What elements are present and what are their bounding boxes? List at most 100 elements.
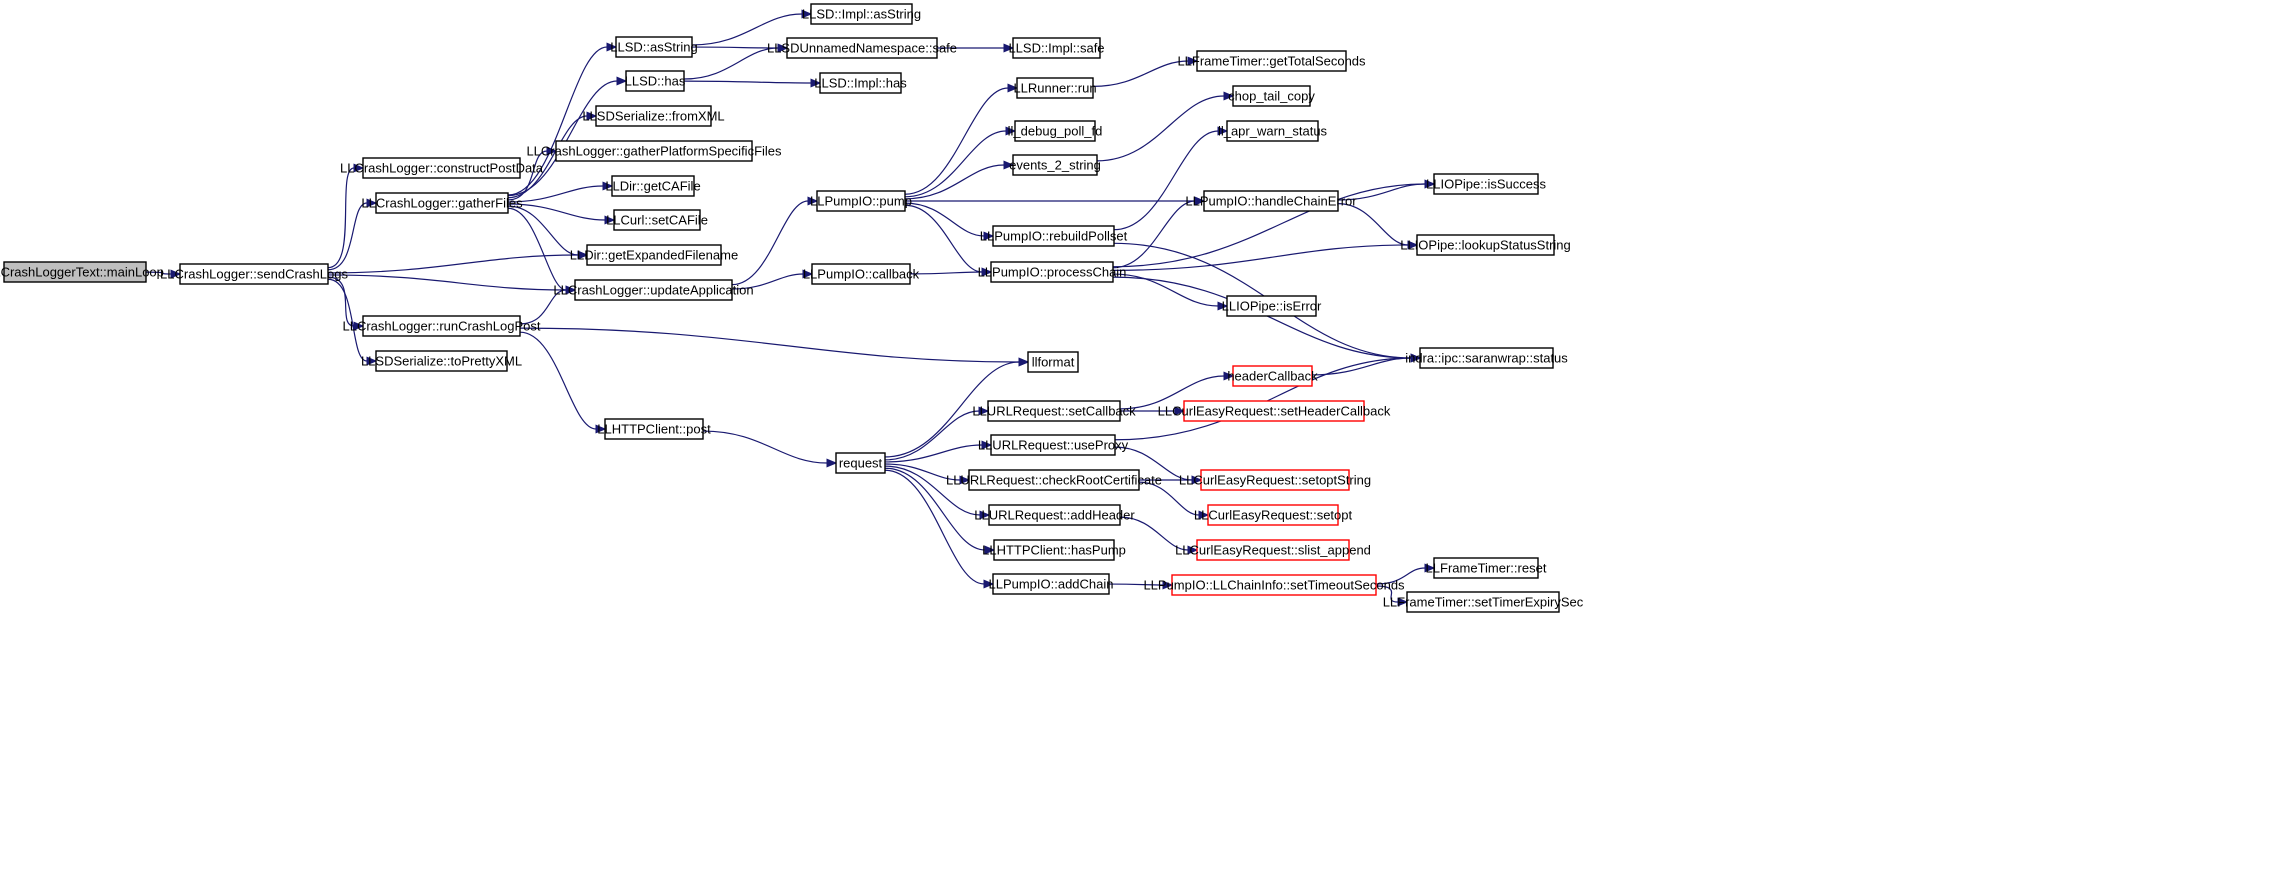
node-label: LLSD::Impl::has bbox=[814, 76, 907, 91]
edge-handleChainError-to-isSuccess bbox=[1337, 183, 1426, 201]
node-box bbox=[835, 452, 886, 474]
edge-processChain-to-handleChainError bbox=[1112, 200, 1196, 269]
edge-processChain-to-isError bbox=[1112, 273, 1219, 307]
node-box bbox=[816, 190, 906, 212]
edge-gatherFiles-to-setCAFile bbox=[507, 203, 606, 221]
node-events2string[interactable]: events_2_string bbox=[1009, 154, 1101, 176]
node-gatherPlatform[interactable]: LLCrashLogger::gatherPlatformSpecificFil… bbox=[526, 140, 782, 162]
node-box bbox=[1232, 85, 1311, 107]
arrowhead-request-to-useProxy bbox=[981, 440, 993, 450]
arrowhead-request-to-setCallback bbox=[978, 406, 990, 416]
node-setHeaderCallback[interactable]: LLCurlEasyRequest::setHeaderCallback bbox=[1158, 400, 1391, 422]
arrowhead-pump-to-events2string bbox=[1003, 160, 1015, 170]
arrowhead-gatherFiles-to-asString bbox=[606, 42, 618, 52]
node-isSuccess[interactable]: LLIOPipe::isSuccess bbox=[1426, 173, 1546, 195]
node-safe[interactable]: LLSDUnnamedNamespace::safe bbox=[767, 37, 957, 59]
node-setTimeoutSeconds[interactable]: LLPumpIO::LLChainInfo::setTimeoutSeconds bbox=[1143, 574, 1405, 596]
node-label: LLCurlEasyRequest::setHeaderCallback bbox=[1158, 404, 1391, 419]
node-label: LLPumpIO::callback bbox=[803, 267, 920, 282]
node-constructPostData[interactable]: LLCrashLogger::constructPostData bbox=[340, 157, 544, 179]
edge-request-to-addChain bbox=[884, 469, 985, 585]
node-label: LLFrameTimer::setTimerExpirySec bbox=[1383, 595, 1584, 610]
node-rebuildPollset[interactable]: LLPumpIO::rebuildPollset bbox=[980, 225, 1128, 247]
arrowhead-pump-to-processChain bbox=[981, 267, 993, 277]
edge-processChain-to-saranwrapStatus bbox=[1112, 276, 1412, 359]
node-fromXML[interactable]: LLSDSerialize::fromXML bbox=[582, 105, 725, 127]
node-chopTailCopy[interactable]: chop_tail_copy bbox=[1228, 85, 1315, 107]
node-label: LLURLRequest::checkRootCertificate bbox=[946, 473, 1162, 488]
node-implAsString[interactable]: LLSD::Impl::asString bbox=[802, 3, 921, 25]
node-request[interactable]: request bbox=[835, 452, 886, 474]
node-lookupStatusString[interactable]: LLIOPipe::lookupStatusString bbox=[1400, 234, 1571, 256]
node-setopt[interactable]: LLCurlEasyRequest::setopt bbox=[1194, 504, 1353, 526]
arrowhead-handleChainError-to-isSuccess bbox=[1424, 179, 1436, 189]
node-headerCallback[interactable]: headerCallback bbox=[1227, 365, 1318, 387]
node-label: LLHTTPClient::post bbox=[597, 422, 711, 437]
node-runnerRun[interactable]: LLRunner::run bbox=[1013, 77, 1097, 99]
node-label: LLDir::getCAFile bbox=[605, 179, 700, 194]
node-label: chop_tail_copy bbox=[1228, 89, 1315, 104]
edge-runCrashLogPost-to-llformat bbox=[519, 327, 1020, 363]
node-getTotalSeconds[interactable]: LLFrameTimer::getTotalSeconds bbox=[1177, 50, 1366, 72]
node-label: LLIOPipe::isError bbox=[1222, 299, 1322, 314]
node-label: LLCrashLogger::runCrashLogPost bbox=[342, 319, 540, 334]
node-updateApplication[interactable]: LLCrashLogger::updateApplication bbox=[553, 279, 754, 301]
node-saranwrapStatus[interactable]: indra::ipc::saranwrap::status bbox=[1405, 347, 1568, 369]
node-box bbox=[811, 263, 911, 285]
node-toPrettyXML[interactable]: LLSDSerialize::toPrettyXML bbox=[361, 350, 522, 372]
node-debugPollFd[interactable]: ll_debug_poll_fd bbox=[1008, 120, 1103, 142]
edge-request-to-setCallback bbox=[884, 410, 980, 461]
node-label: LLCrashLogger::constructPostData bbox=[340, 161, 544, 176]
node-processChain[interactable]: LLPumpIO::processChain bbox=[978, 261, 1127, 283]
node-setCallback[interactable]: LLURLRequest::setCallback bbox=[972, 400, 1136, 422]
node-has[interactable]: LLSD::has bbox=[625, 70, 686, 92]
node-useProxy[interactable]: LLURLRequest::useProxy bbox=[978, 434, 1129, 456]
node-label: LLCrashLogger::gatherFiles bbox=[361, 196, 523, 211]
node-llformat[interactable]: llformat bbox=[1027, 351, 1079, 373]
node-runCrashLogPost[interactable]: LLCrashLogger::runCrashLogPost bbox=[342, 315, 541, 337]
node-getExpandedFilename[interactable]: LLDir::getExpandedFilename bbox=[570, 244, 738, 266]
edge-sendCrashLogs-to-toPrettyXML bbox=[327, 278, 368, 362]
edge-setCallback-to-headerCallback bbox=[1119, 375, 1225, 410]
node-gatherFiles[interactable]: LLCrashLogger::gatherFiles bbox=[361, 192, 523, 214]
node-label: LLCurlEasyRequest::setoptString bbox=[1179, 473, 1371, 488]
node-asString[interactable]: LLSD::asString bbox=[610, 36, 698, 58]
node-label: LLCurlEasyRequest::setopt bbox=[1194, 508, 1353, 523]
node-aprWarnStatus[interactable]: ll_apr_warn_status bbox=[1218, 120, 1328, 142]
node-box bbox=[1433, 557, 1539, 579]
arrowhead-sendCrashLogs-to-toPrettyXML bbox=[366, 356, 378, 366]
node-implHas[interactable]: LLSD::Impl::has bbox=[814, 72, 907, 94]
node-label: LLPumpIO::LLChainInfo::setTimeoutSeconds bbox=[1143, 578, 1405, 593]
node-slistAppend[interactable]: LLCurlEasyRequest::slist_append bbox=[1175, 539, 1371, 561]
node-sendCrashLogs[interactable]: LLCrashLogger::sendCrashLogs bbox=[160, 263, 348, 285]
node-implSafe[interactable]: LLSD::Impl::safe bbox=[1008, 37, 1105, 59]
arrowhead-processChain-to-handleChainError bbox=[1194, 196, 1206, 206]
node-box bbox=[362, 315, 521, 337]
arrowhead-mainLoop-to-sendCrashLogs bbox=[170, 269, 182, 279]
edge-asString-to-implAsString bbox=[691, 13, 803, 46]
node-mainLoop[interactable]: LLCrashLoggerText::mainLoop bbox=[0, 261, 164, 283]
node-addChain[interactable]: LLPumpIO::addChain bbox=[988, 573, 1114, 595]
node-box bbox=[1016, 77, 1094, 99]
node-setCAFile[interactable]: LLCurl::setCAFile bbox=[606, 209, 708, 231]
arrowhead-runCrashLogPost-to-httpPost bbox=[595, 424, 607, 434]
arrowhead-runnerRun-to-getTotalSeconds bbox=[1187, 56, 1199, 66]
node-label: LLSDSerialize::fromXML bbox=[582, 109, 724, 124]
node-callback[interactable]: LLPumpIO::callback bbox=[803, 263, 920, 285]
node-handleChainError[interactable]: LLPumpIO::handleChainError bbox=[1185, 190, 1357, 212]
edge-headerCallback-to-saranwrapStatus bbox=[1311, 357, 1412, 376]
node-httpPost[interactable]: LLHTTPClient::post bbox=[597, 418, 711, 440]
node-addHeader[interactable]: LLURLRequest::addHeader bbox=[974, 504, 1135, 526]
node-setoptString[interactable]: LLCurlEasyRequest::setoptString bbox=[1179, 469, 1371, 491]
node-pump[interactable]: LLPumpIO::pump bbox=[810, 190, 912, 212]
node-getCAFile[interactable]: LLDir::getCAFile bbox=[605, 175, 701, 197]
node-checkRootCertificate[interactable]: LLURLRequest::checkRootCertificate bbox=[946, 469, 1162, 491]
node-setTimerExpirySec[interactable]: LLFrameTimer::setTimerExpirySec bbox=[1383, 591, 1584, 613]
edge-sendCrashLogs-to-constructPostData bbox=[327, 167, 355, 269]
node-box bbox=[1203, 190, 1339, 212]
edges-layer bbox=[145, 9, 1436, 607]
node-hasPump[interactable]: LLHTTPClient::hasPump bbox=[982, 539, 1126, 561]
node-isError[interactable]: LLIOPipe::isError bbox=[1222, 295, 1322, 317]
node-timerReset[interactable]: LLFrameTimer::reset bbox=[1426, 557, 1547, 579]
edge-httpPost-to-request bbox=[702, 430, 828, 464]
